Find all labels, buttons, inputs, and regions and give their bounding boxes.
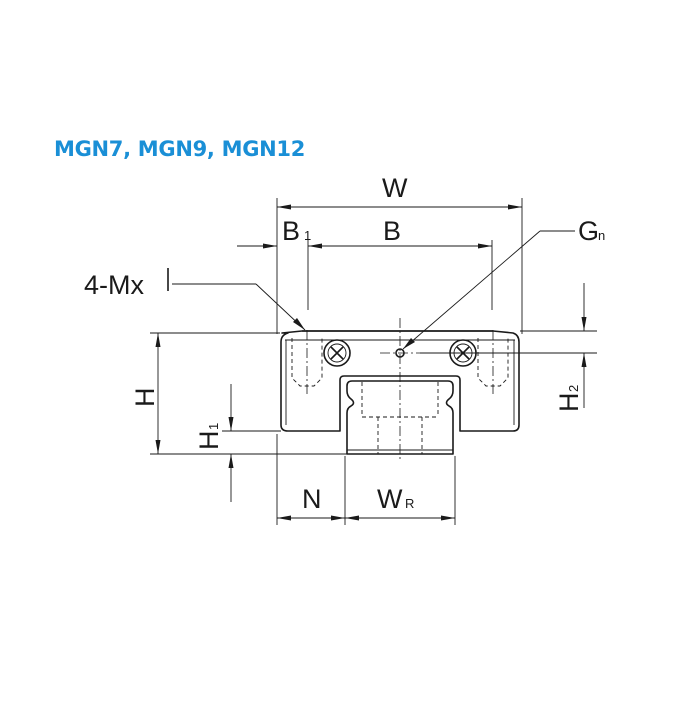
mount-leader-arrow — [293, 318, 305, 330]
H-arrow-top — [155, 333, 161, 347]
model-title: MGN7, MGN9, MGN12 — [54, 137, 306, 161]
mount-thread-label: 4-Mx — [84, 270, 144, 300]
B1-label-sub: 1 — [304, 228, 311, 243]
WR-label-sub: R — [405, 496, 414, 511]
WR-label: W — [377, 484, 403, 514]
carriage-block-outline — [280, 330, 520, 432]
H1-label: H — [194, 431, 224, 451]
H1-arrow-top — [228, 417, 234, 431]
H2-label-sub: 2 — [566, 385, 581, 392]
H2-label: H — [554, 393, 584, 413]
B1-label: B — [282, 216, 300, 246]
B1-arrow — [263, 243, 277, 249]
Gn-label: G — [578, 216, 599, 246]
guide-rail-outline — [346, 380, 454, 455]
W-arrow-left — [277, 204, 291, 210]
Gn-leader-arrow — [403, 338, 415, 349]
left-screw-icon — [323, 339, 351, 367]
H2-arrow-top — [581, 317, 587, 331]
H-arrow-bottom — [155, 440, 161, 454]
Gn-label-sub: n — [598, 228, 605, 243]
WR-arrow-left — [345, 515, 359, 521]
WR-arrow-right — [441, 515, 455, 521]
H1-arrow-bottom — [228, 454, 234, 468]
H2-arrow-bottom — [581, 353, 587, 367]
N-arrow-right — [331, 515, 345, 521]
N-label: N — [302, 484, 322, 514]
B-label: B — [383, 216, 401, 246]
W-arrow-right — [508, 204, 522, 210]
B-arrow-right — [478, 243, 492, 249]
Gn-leader-diag — [402, 230, 541, 350]
N-arrow-left — [277, 515, 291, 521]
H-label: H — [130, 388, 160, 408]
W-label: W — [382, 173, 408, 203]
H1-label-sub: 1 — [206, 423, 221, 430]
